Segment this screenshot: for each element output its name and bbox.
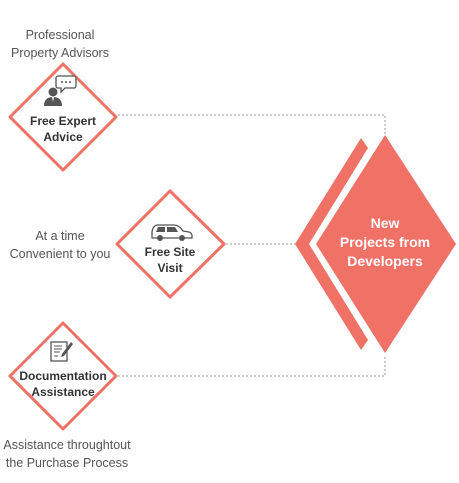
label-documentation: Documentation Assistance — [3, 368, 123, 400]
label-site-visit-line1: Free Site — [144, 245, 196, 259]
caption-site-visit-line2: Convenient to you — [9, 247, 111, 261]
connector-documentation — [118, 355, 386, 377]
label-documentation-line1: Documentation — [19, 369, 107, 383]
diamond-outline — [8, 321, 118, 431]
connectors — [118, 114, 386, 377]
center-title-line2: Projects from — [339, 234, 431, 250]
center-title-line3: Developers — [347, 253, 423, 269]
feature-diamond-advice — [8, 62, 118, 172]
center-chevron — [295, 138, 368, 350]
feature-diamond-documentation — [8, 321, 118, 431]
label-advice: Free Expert Advice — [13, 113, 113, 145]
diamond-outline — [8, 62, 118, 172]
caption-advice: Professional Property Advisors — [0, 26, 120, 62]
car-icon — [151, 224, 193, 241]
feature-diamond-site-visit — [115, 189, 226, 299]
label-site-visit-line2: Visit — [157, 261, 183, 275]
center-diamond — [295, 135, 456, 353]
caption-advice-line1: Professional — [25, 28, 95, 42]
center-title: New Projects from Developers — [325, 214, 445, 271]
center-title-line1: New — [370, 215, 400, 231]
caption-documentation-line2: the Purchase Process — [5, 456, 129, 470]
label-documentation-line2: Assistance — [31, 385, 95, 399]
caption-site-visit-line1: At a time — [35, 229, 85, 243]
caption-site-visit: At a time Convenient to you — [0, 227, 120, 263]
label-advice-line2: Advice — [43, 130, 83, 144]
caption-documentation: Assistance throughtout the Purchase Proc… — [0, 436, 134, 472]
document-pen-icon — [50, 341, 73, 362]
caption-documentation-line1: Assistance throughtout — [3, 438, 131, 452]
advisor-chat-icon — [44, 75, 77, 106]
label-advice-line1: Free Expert — [29, 114, 97, 128]
center-diamond-shape — [316, 135, 456, 353]
caption-advice-line2: Property Advisors — [11, 46, 109, 60]
label-site-visit: Free Site Visit — [120, 244, 220, 276]
connector-advice — [118, 114, 386, 135]
diamond-outline — [115, 189, 226, 299]
